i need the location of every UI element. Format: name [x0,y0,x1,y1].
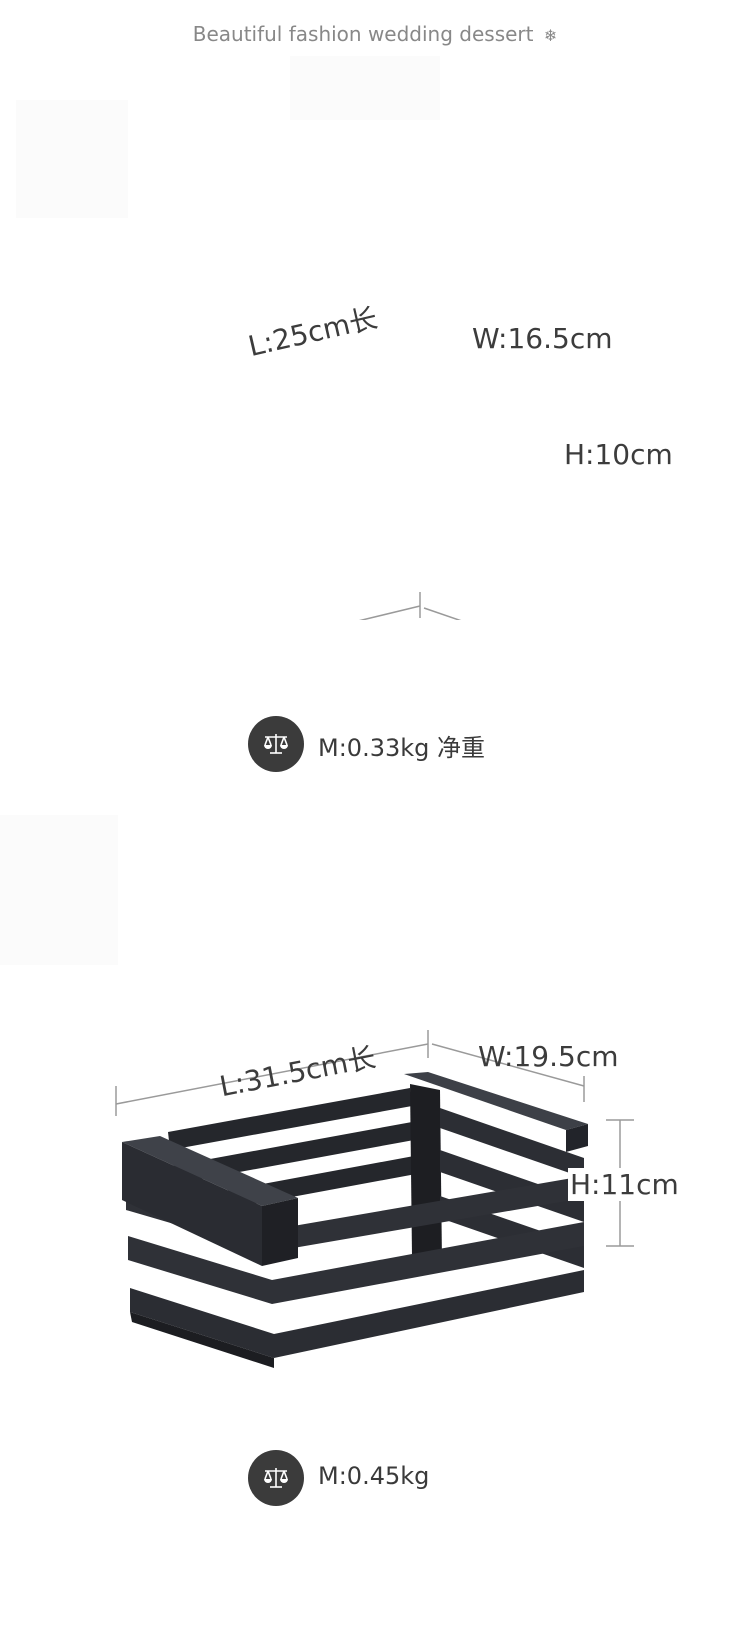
wooden-crate [122,1072,588,1368]
crate-image [358,592,462,620]
background-patch [290,56,440,120]
width-label: W:19.5cm [478,1040,619,1073]
header-title: Beautiful fashion wedding dessert [192,22,534,46]
product-2-section: L:31.5cm长 W:19.5cm H:11cm [0,1000,750,1400]
background-patch [0,815,118,965]
width-label: W:16.5cm [472,322,613,355]
product-1-section: L:25cm长 W:16.5cm H:10cm [0,280,750,620]
background-patch [16,100,128,218]
height-label: H:11cm [568,1168,681,1201]
page-header: Beautiful fashion wedding dessert ❄ [0,22,750,46]
scale-icon [248,716,304,772]
scale-icon [248,1450,304,1506]
crate-image [115,1030,634,1368]
height-label: H:10cm [562,438,675,471]
weight-label: M:0.33kg 净重 [318,734,485,762]
weight-row-2: M:0.45kg [0,1450,750,1506]
snowflake-icon: ❄ [543,26,558,45]
weight-row-1: M:0.33kg 净重 [0,716,750,772]
dimension-lines [358,592,462,620]
weight-label: M:0.45kg [318,1462,430,1490]
